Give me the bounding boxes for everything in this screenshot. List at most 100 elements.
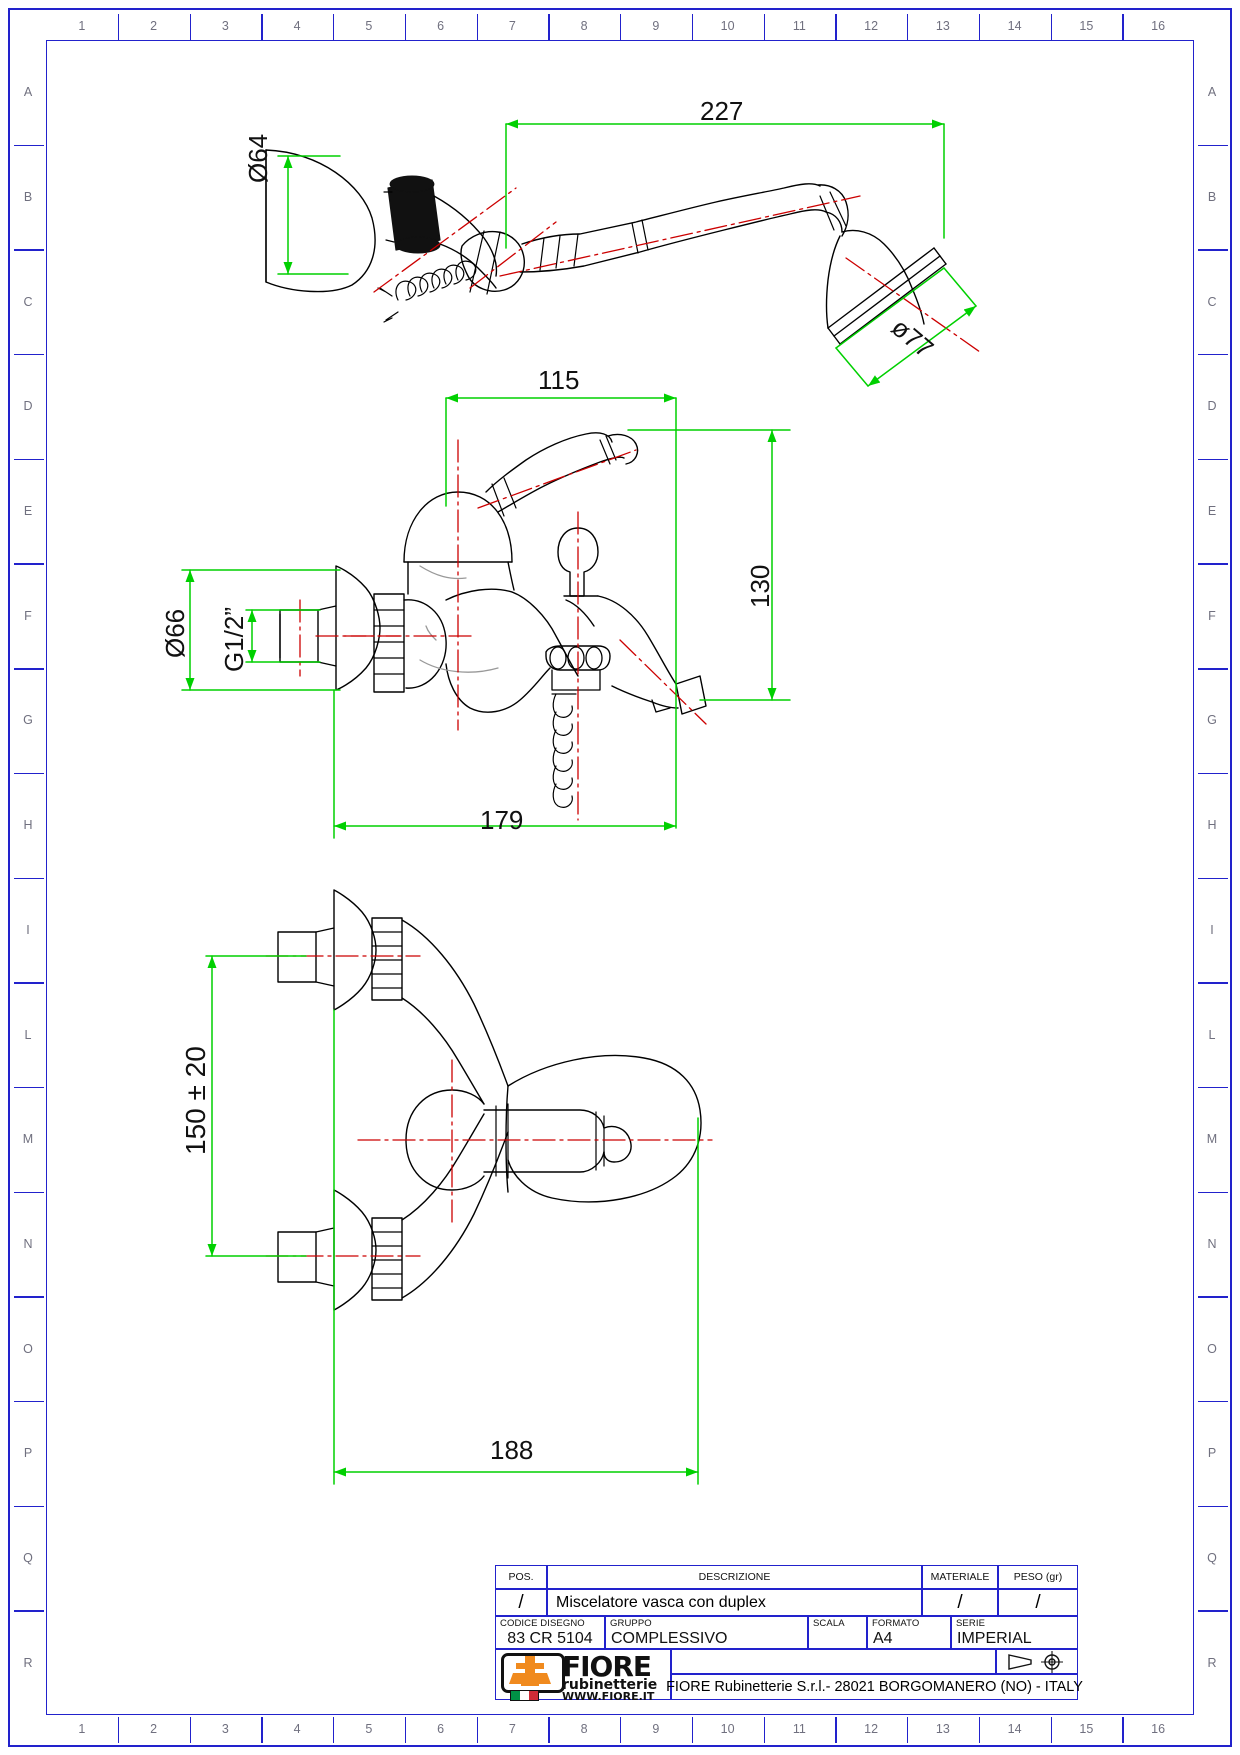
zone-row-right-R: R <box>1207 1655 1217 1670</box>
zone-tick <box>691 1717 694 1743</box>
td-peso: / <box>998 1589 1078 1616</box>
zone-tick <box>1198 458 1228 461</box>
zone-tick <box>835 14 837 40</box>
zone-tick <box>14 772 44 775</box>
zone-row-right-C: C <box>1207 294 1217 309</box>
zone-row-right-I: I <box>1210 922 1214 937</box>
zone-col-top-4: 4 <box>293 19 301 33</box>
zone-tick <box>14 1505 44 1508</box>
value-gruppo: COMPLESSIVO <box>611 1630 728 1647</box>
field-formato: FORMATO A4 <box>867 1616 951 1649</box>
zone-row-right-Q: Q <box>1207 1550 1217 1565</box>
td-materiale: / <box>922 1589 998 1616</box>
zone-col-top-3: 3 <box>221 19 229 33</box>
zone-tick <box>261 14 263 40</box>
zone-col-top-10: 10 <box>720 19 735 33</box>
zone-tick <box>763 14 765 40</box>
zone-tick <box>1198 982 1228 984</box>
field-scala: SCALA <box>808 1616 867 1649</box>
zone-row-right-F: F <box>1208 608 1216 623</box>
zone-row-right-E: E <box>1207 504 1217 519</box>
zone-tick <box>189 1717 191 1743</box>
zone-tick <box>333 1717 335 1743</box>
zone-tick <box>476 14 478 40</box>
zone-col-bottom-16: 16 <box>1151 1722 1166 1736</box>
zone-tick <box>1198 563 1228 565</box>
zone-tick <box>1198 249 1228 251</box>
zone-col-bottom-6: 6 <box>437 1722 445 1736</box>
zone-tick <box>548 1717 550 1743</box>
zone-tick <box>14 563 44 565</box>
italian-flag-icon <box>510 1690 539 1701</box>
zone-col-bottom-9: 9 <box>652 1722 660 1736</box>
dim-label-179: 179 <box>480 805 524 835</box>
zone-tick <box>1198 1400 1228 1403</box>
zone-tick <box>620 14 622 40</box>
label-gruppo: GRUPPO <box>610 1618 652 1629</box>
zone-col-top-5: 5 <box>365 19 373 33</box>
zone-tick <box>117 1717 120 1743</box>
zone-tick <box>14 1086 44 1089</box>
td-descrizione: Miscelatore vasca con duplex <box>547 1589 922 1616</box>
zone-tick <box>333 14 335 40</box>
zone-col-top-13: 13 <box>935 19 950 33</box>
zone-col-bottom-12: 12 <box>864 1722 879 1736</box>
zone-tick <box>763 1717 765 1743</box>
zone-tick <box>14 458 44 461</box>
field-serie: SERIE IMPERIAL <box>951 1616 1078 1649</box>
logo-brand-text: FIORE <box>562 1650 652 1683</box>
zone-col-top-7: 7 <box>508 19 516 33</box>
td-pos: / <box>495 1589 547 1616</box>
zone-tick <box>1198 1191 1228 1193</box>
zone-row-left-C: C <box>23 294 33 309</box>
zone-col-top-15: 15 <box>1079 19 1094 33</box>
zone-col-top-1: 1 <box>78 19 86 33</box>
zone-tick <box>978 1717 981 1743</box>
company-cell: FIORE Rubinetterie S.r.l.- 28021 BORGOMA… <box>666 1674 1083 1700</box>
zone-col-bottom-8: 8 <box>580 1722 588 1736</box>
zone-tick <box>476 1717 478 1743</box>
zone-row-left-B: B <box>23 190 33 205</box>
zone-tick <box>14 1191 44 1193</box>
zone-col-bottom-3: 3 <box>221 1722 229 1736</box>
zone-row-right-A: A <box>1207 85 1217 100</box>
zone-row-left-Q: Q <box>23 1550 33 1565</box>
zone-row-right-M: M <box>1206 1132 1218 1147</box>
zone-row-left-G: G <box>23 713 33 728</box>
logo-cell: FIORE rubinetterie WWW.FIORE.IT <box>495 1649 672 1703</box>
zone-tick <box>907 1717 909 1743</box>
label-formato: FORMATO <box>872 1618 920 1629</box>
th-descrizione: DESCRIZIONE <box>547 1565 922 1589</box>
zone-tick <box>1050 1717 1052 1743</box>
zone-col-bottom-5: 5 <box>365 1722 373 1736</box>
zone-col-bottom-11: 11 <box>792 1722 806 1736</box>
zone-row-left-L: L <box>24 1027 32 1042</box>
zone-col-bottom-15: 15 <box>1079 1722 1094 1736</box>
field-codice-disegno: CODICE DISEGNO 83 CR 5104 <box>495 1616 605 1649</box>
dim-label-d64: Ø64 <box>243 133 273 183</box>
zone-tick <box>1198 1505 1228 1508</box>
value-formato: A4 <box>873 1630 893 1647</box>
zone-tick <box>14 144 44 147</box>
dim-label-g12: G1/2” <box>219 606 249 672</box>
zone-row-right-D: D <box>1207 399 1217 414</box>
zone-col-bottom-10: 10 <box>720 1722 735 1736</box>
zone-col-bottom-4: 4 <box>293 1722 301 1736</box>
zone-row-left-R: R <box>23 1655 33 1670</box>
dim-label-130: 130 <box>745 564 775 608</box>
zone-col-bottom-2: 2 <box>150 1722 158 1736</box>
logo-sub-text: rubinetterie <box>562 1677 658 1693</box>
zone-tick <box>1198 1610 1228 1612</box>
field-gruppo: GRUPPO COMPLESSIVO <box>605 1616 808 1649</box>
zone-row-left-F: F <box>24 608 32 623</box>
zone-tick <box>14 982 44 984</box>
zone-tick <box>1198 354 1228 356</box>
zone-tick <box>907 14 909 40</box>
label-scala: SCALA <box>813 1618 845 1629</box>
zone-tick <box>1198 1296 1228 1298</box>
zone-row-left-A: A <box>23 85 33 100</box>
zone-row-left-N: N <box>23 1236 33 1251</box>
dim-label-227: 227 <box>700 96 744 126</box>
fiore-logo: FIORE rubinetterie WWW.FIORE.IT <box>496 1650 672 1703</box>
zone-tick <box>1198 1086 1228 1089</box>
